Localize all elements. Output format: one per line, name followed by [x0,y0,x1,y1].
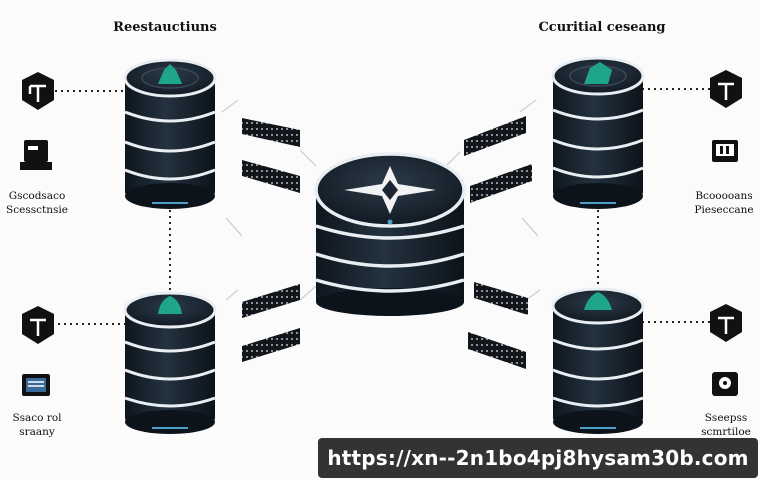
teal-accent-icon [584,292,612,310]
link-bar-ul-1 [242,118,300,147]
link-bar-ll-1 [242,284,300,318]
database-bottom-left [123,291,217,434]
central-hub [314,152,466,316]
database-top-left [123,58,217,209]
terminal-icon [20,140,52,170]
faint-arrows [221,99,541,301]
left-bottom-caption-2: sraany [19,426,55,438]
right-top-caption-2: Pieseccane [694,204,754,216]
link-bar-ur-2 [470,164,532,203]
database-top-right [551,56,645,209]
tower-icon [22,306,54,344]
top-right-title: Ccuritial ceseang [538,20,666,35]
left-top-caption-1: Gscodsaco [8,190,66,202]
monitor-icon [22,374,50,396]
server-box-icon [712,140,738,162]
link-bar-ul-2 [242,160,300,193]
compass-star-icon [344,166,436,225]
tower-icon [22,72,54,110]
link-bar-lr-2 [468,332,526,369]
right-bottom-caption-1: Sseepss [704,412,748,424]
tower-icon [710,70,742,108]
database-bottom-right [551,287,645,434]
teal-accent-icon [158,64,182,84]
left-top-caption-2: Scessctnsie [6,204,68,216]
link-bar-ur-1 [464,116,526,156]
right-bottom-caption-2: scmrtiloe [701,426,751,438]
url-banner[interactable]: https://xn--2n1bo4pj8hysam30b.com [318,438,758,478]
left-bottom-caption-1: Ssaco rol [12,412,62,424]
top-left-title: Reestauctiuns [113,20,217,35]
teal-accent-icon [158,296,182,314]
link-bars [242,116,532,369]
tower-icon [710,304,742,342]
teal-accent-icon [584,62,612,84]
link-bar-ll-2 [242,328,300,362]
right-top-caption-1: Bcooooans [695,190,753,202]
disk-icon [712,372,738,396]
link-bar-lr-1 [474,282,528,315]
